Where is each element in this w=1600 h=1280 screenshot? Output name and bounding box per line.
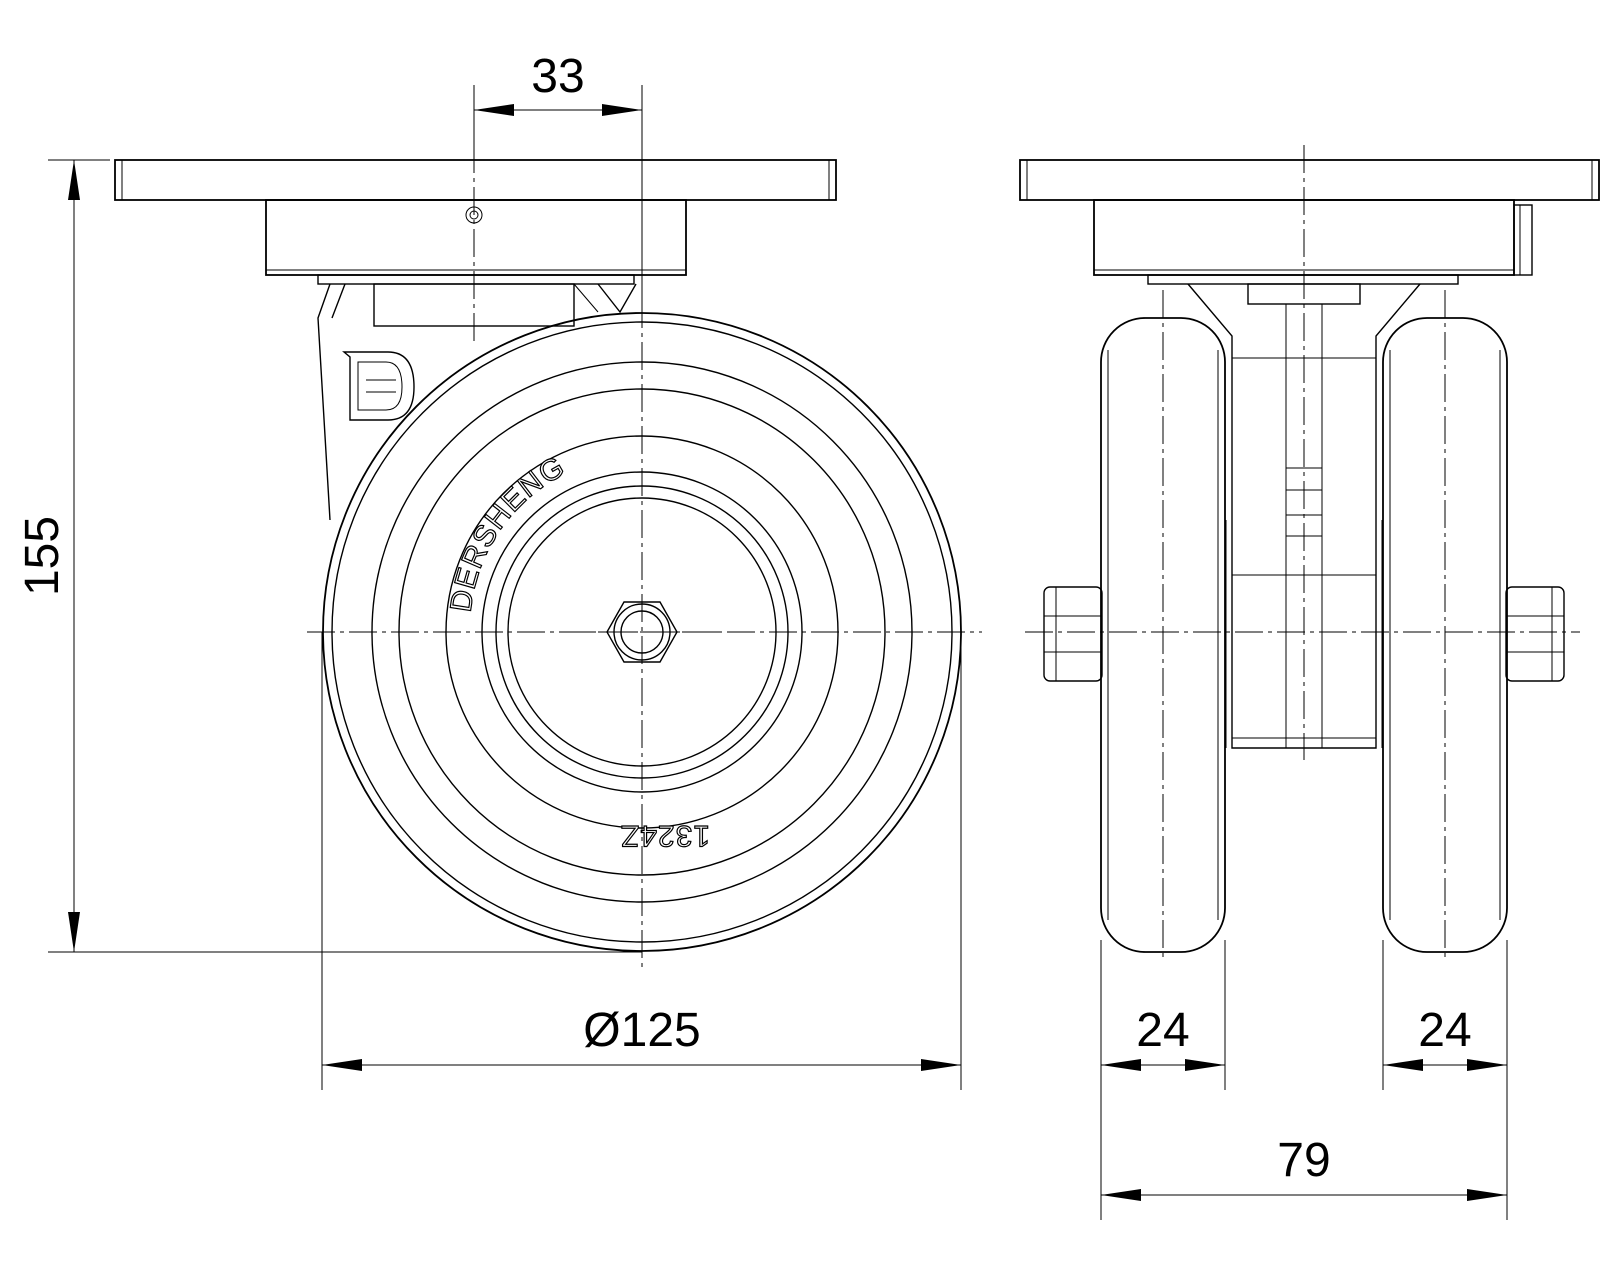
logo-mark bbox=[342, 351, 415, 421]
part-number-marking: 1324Z bbox=[620, 819, 710, 852]
wheel-width-left-label: 24 bbox=[1136, 1004, 1189, 1057]
wheel-markings: DERSHENG 1324Z bbox=[444, 449, 711, 852]
swivel-housing bbox=[265, 199, 687, 285]
dimension-wheel-left: 24 bbox=[1100, 940, 1226, 1220]
axle-nut-right bbox=[1505, 586, 1565, 682]
diameter-label: Ø125 bbox=[583, 1004, 700, 1057]
dimension-offset: 33 bbox=[473, 50, 643, 300]
top-plate bbox=[114, 159, 837, 201]
front-view: DERSHENG 1324Z bbox=[114, 145, 982, 970]
swivel-housing-side bbox=[1093, 199, 1533, 285]
fork-bracket bbox=[317, 283, 637, 521]
side-centerlines bbox=[1025, 145, 1580, 960]
top-plate-side bbox=[1019, 159, 1600, 201]
offset-label: 33 bbox=[531, 50, 584, 103]
dimension-total-width: 79 bbox=[1101, 1134, 1507, 1201]
axle-nut-left bbox=[1043, 586, 1103, 682]
dimension-height: 155 bbox=[16, 159, 642, 953]
side-view bbox=[1019, 145, 1600, 960]
height-label: 155 bbox=[16, 516, 69, 596]
front-centerlines bbox=[307, 145, 982, 970]
dimension-wheel-right: 24 bbox=[1382, 940, 1508, 1220]
brand-marking: DERSHENG bbox=[445, 450, 571, 614]
wheel-width-right-label: 24 bbox=[1418, 1004, 1471, 1057]
total-width-label: 79 bbox=[1277, 1134, 1330, 1187]
dimension-diameter: Ø125 bbox=[321, 952, 962, 1090]
